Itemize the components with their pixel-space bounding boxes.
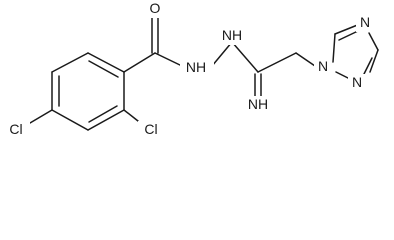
hydrazide-nh-right-label: NH bbox=[222, 27, 242, 43]
chemical-structure: O NH NH NH N N N Cl Cl bbox=[9, 0, 379, 137]
chlorine-left-label: Cl bbox=[9, 121, 22, 137]
chlorine-ortho-label: Cl bbox=[144, 121, 157, 137]
amidine-group bbox=[231, 41, 316, 97]
chloro-substituents bbox=[29, 109, 139, 124]
triazole-ring bbox=[332, 23, 379, 80]
oxygen-label: O bbox=[150, 0, 161, 16]
triazole-n2-label: N bbox=[360, 14, 370, 30]
triazole-n1-label: N bbox=[318, 58, 328, 74]
imine-nh-label: NH bbox=[248, 96, 268, 112]
triazole-n4-label: N bbox=[352, 74, 362, 90]
benzene-ring bbox=[51, 52, 125, 131]
hydrazide-nh-label: NH bbox=[186, 59, 206, 75]
amide-group bbox=[123, 15, 233, 73]
